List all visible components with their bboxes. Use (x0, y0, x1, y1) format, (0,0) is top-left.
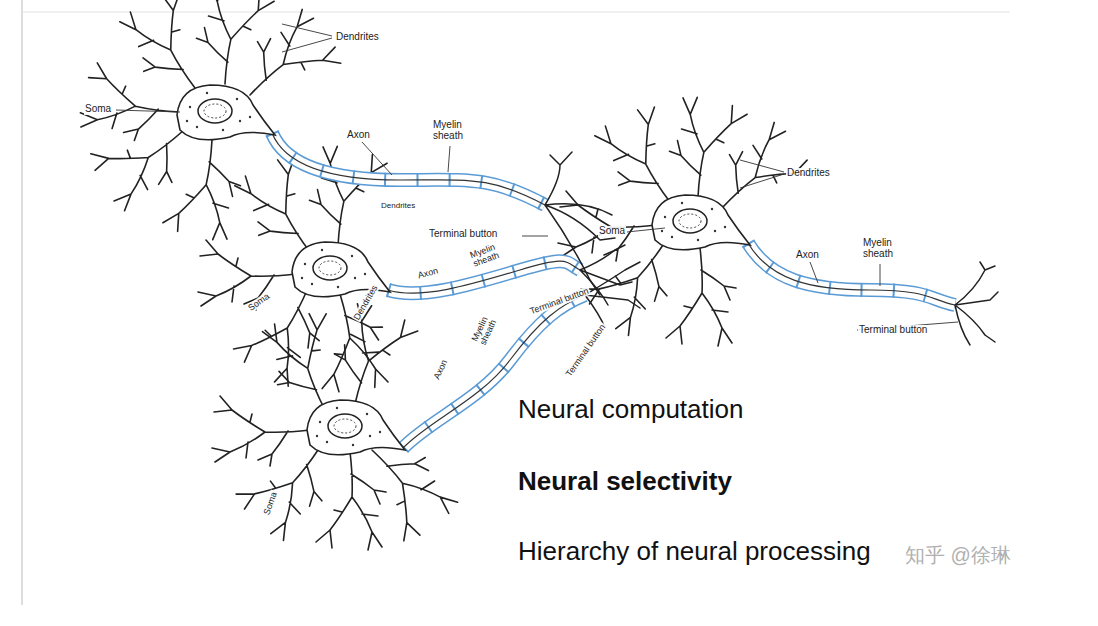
heading-text: Neural computation (518, 396, 743, 423)
part-label: Dendrites (786, 168, 831, 179)
part-label: Axon (416, 266, 440, 281)
part-label: Soma (598, 226, 626, 237)
part-label: Terminal button (428, 229, 498, 240)
part-label: Soma (262, 490, 280, 517)
part-label: Terminal button (858, 325, 928, 336)
part-label: Myelin sheath (470, 307, 502, 348)
heading-text: Neural selectivity (518, 468, 732, 495)
part-label: Axon (432, 358, 450, 382)
part-label: Myelin sheath (468, 240, 508, 270)
part-label: Terminal button (564, 322, 608, 379)
part-label: Soma (84, 104, 112, 115)
part-label: Myelin sheath (862, 238, 904, 259)
part-label: Soma (246, 291, 272, 313)
heading-text: Hierarchy of neural processing (518, 538, 871, 565)
part-label: Dendrites (380, 202, 416, 210)
part-label: Dendrites (335, 32, 380, 43)
part-label: Axon (346, 130, 371, 141)
part-label: Dendrites (352, 283, 380, 323)
watermark: 知乎 @徐琳 (905, 545, 1011, 566)
part-label: Axon (795, 250, 820, 261)
part-label: Myelin sheath (432, 120, 474, 141)
part-label: Terminal button (528, 286, 591, 317)
